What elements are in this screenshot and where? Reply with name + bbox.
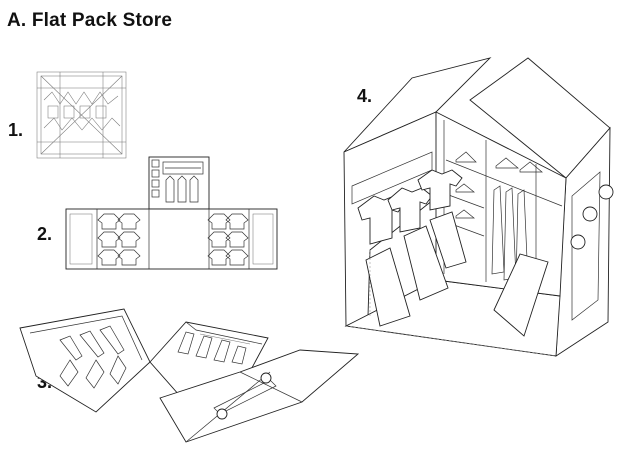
assembled-store [343,57,614,357]
step-2-label: 2. [37,224,53,244]
page-title: A. Flat Pack Store [7,10,173,31]
flat-pack-folded [36,71,127,159]
step-4-label: 4. [357,86,373,106]
flat-pack-unfolded [65,156,278,270]
step-1-label: 1. [8,120,24,140]
flat-pack-opening [19,308,360,443]
